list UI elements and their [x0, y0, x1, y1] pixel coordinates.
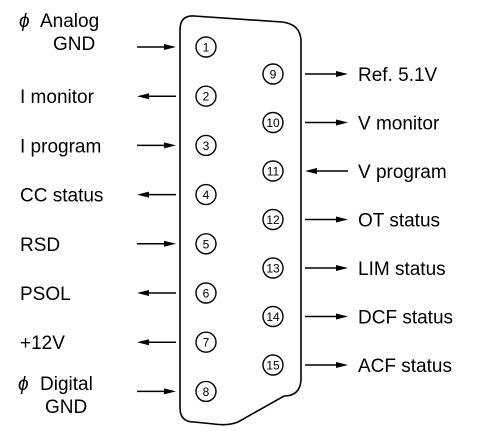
pin-13-label: LIM status — [358, 259, 446, 280]
pin-8-label: Digital — [40, 374, 93, 395]
pin-5-number: 5 — [203, 237, 210, 251]
pin-8-circle — [195, 380, 217, 403]
pin-9-label: Ref. 5.1V — [358, 65, 438, 86]
pin-1-label-line2: GND — [53, 34, 95, 55]
pin-1-label: Analog — [40, 11, 99, 32]
pin-11-label: V program — [358, 162, 447, 183]
pin-6-label: PSOL — [20, 284, 71, 305]
pin-10-number: 10 — [266, 116, 280, 130]
pin-10-arrow — [305, 119, 348, 126]
pin-5-circle — [195, 233, 217, 255]
pin-9-arrow — [305, 71, 348, 77]
pin-7-label: +12V — [20, 333, 65, 354]
pin-15-number: 15 — [266, 359, 280, 373]
pin-6-arrow — [137, 290, 176, 296]
pin-12-circle — [262, 208, 284, 231]
pin-3-arrow — [137, 142, 176, 149]
pin-1-ground-symbol: ϕ — [19, 11, 30, 32]
pin-11-arrow — [305, 168, 348, 174]
pin-15-arrow — [305, 362, 348, 368]
pin-11-number: 11 — [267, 165, 280, 179]
pin-7-circle — [195, 331, 217, 353]
pin-13-circle — [262, 257, 284, 279]
pin-10-circle — [262, 111, 284, 134]
pin-6-circle — [195, 282, 217, 304]
pin-6-number: 6 — [203, 287, 210, 301]
pin-13-number: 13 — [266, 262, 280, 276]
pin-8-number: 8 — [203, 385, 210, 399]
pin-15-label: ACF status — [358, 356, 452, 377]
pin-9-circle — [262, 63, 284, 85]
pin-8-label-line2: GND — [45, 397, 87, 418]
pin-2-number: 2 — [203, 90, 210, 104]
pin-14-label: DCF status — [358, 308, 453, 329]
pin-2-label: I monitor — [20, 87, 95, 108]
pin-13-arrow — [305, 265, 348, 271]
pin-14-arrow — [305, 313, 348, 320]
pin-10-label: V monitor — [358, 114, 440, 135]
pin-4-arrow — [137, 191, 176, 198]
pin-7-number: 7 — [203, 336, 210, 350]
pin-4-number: 4 — [203, 188, 210, 202]
pin-3-circle — [195, 134, 217, 157]
pin-8-ground-symbol: ϕ — [18, 374, 29, 395]
pin-9-number: 9 — [270, 68, 277, 82]
pin-2-circle — [195, 85, 217, 107]
pin-5-arrow — [137, 240, 176, 247]
pin-1-circle — [195, 36, 217, 58]
pin-3-number: 3 — [203, 139, 210, 153]
pin-1-number: 1 — [203, 41, 210, 55]
pin-14-number: 14 — [266, 310, 280, 324]
pin-12-number: 12 — [266, 213, 280, 227]
pin-4-circle — [195, 183, 217, 206]
pin-5-label: RSD — [20, 235, 60, 256]
pin-2-arrow — [137, 93, 176, 100]
connector-shell-outline — [179, 15, 302, 426]
pin-8-arrow — [137, 388, 176, 395]
pin-12-arrow — [305, 216, 348, 223]
pin-12-label: OT status — [358, 211, 440, 232]
pin-3-label: I program — [20, 136, 101, 157]
pin-4-label: CC status — [20, 186, 103, 207]
pin-7-arrow — [137, 339, 176, 346]
pin-14-circle — [262, 305, 284, 328]
pin-11-circle — [262, 160, 284, 182]
pin-1-arrow — [137, 44, 176, 50]
pin-15-circle — [262, 354, 284, 376]
